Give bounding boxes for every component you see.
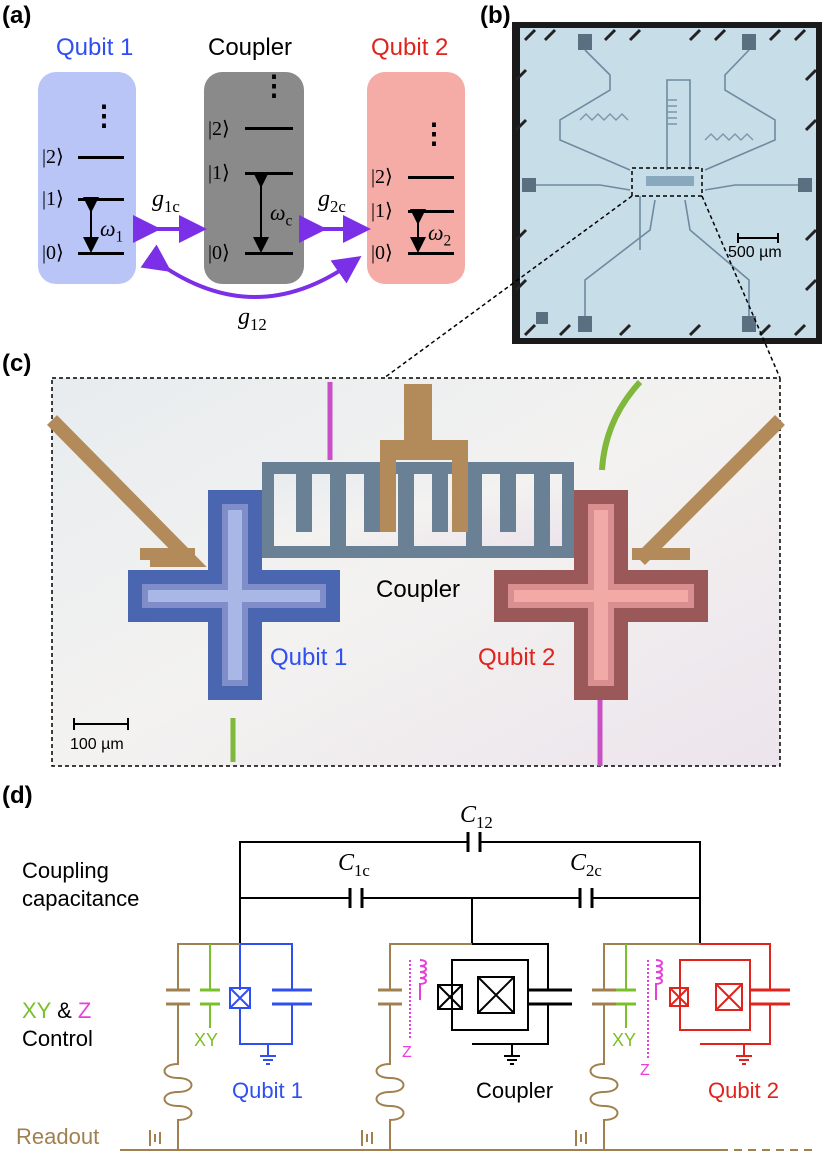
g1c-label: g1c <box>152 186 180 216</box>
micrograph-qubit1-label: Qubit 1 <box>270 644 348 671</box>
chip-scalebar-label: 500 µm <box>728 244 782 261</box>
c2c-label: C2c <box>570 850 602 880</box>
c12-label: C12 <box>460 802 493 832</box>
qubit2-level0 <box>408 252 454 255</box>
qubit1-level2 <box>78 156 124 159</box>
panel-d-label: (d) <box>2 782 33 809</box>
qubit1-ket2: |2⟩ <box>42 146 64 168</box>
qubit1-ket0: |0⟩ <box>42 242 64 264</box>
qubit2-ket2: |2⟩ <box>371 166 393 188</box>
circuit-qubit1-label: Qubit 1 <box>232 1078 303 1103</box>
q2-z-label: Z <box>640 1062 650 1079</box>
q2-xy-label: XY <box>612 1030 637 1050</box>
micrograph-coupler-label: Coupler <box>376 576 461 603</box>
coupler-title: Coupler <box>208 34 293 61</box>
coupler-level1 <box>245 172 293 175</box>
micrograph-qubit2-label: Qubit 2 <box>478 644 556 671</box>
coupler-omega: ωc <box>270 200 293 230</box>
qubit2-omega: ω2 <box>428 220 452 250</box>
coupler-ket1: |1⟩ <box>208 162 230 184</box>
g2c-label: g2c <box>318 186 346 216</box>
g12-label: g12 <box>238 304 267 334</box>
circuit-diagram <box>120 832 815 1151</box>
coupling-capacitance-line1: Coupling <box>22 858 109 883</box>
circuit-qubit2-label: Qubit 2 <box>708 1078 779 1103</box>
legend-xy: XY <box>22 998 51 1023</box>
qubit2-ket0: |0⟩ <box>371 242 393 264</box>
coupler-level2 <box>245 127 293 130</box>
qubit2-level1 <box>408 210 454 213</box>
g12-arrow <box>140 244 362 299</box>
c1c-label: C1c <box>338 850 370 880</box>
device-micrograph <box>47 377 785 767</box>
qubit2-title: Qubit 2 <box>371 34 449 61</box>
qubit2-ket1: |1⟩ <box>371 200 393 222</box>
q1-xy-label: XY <box>194 1030 219 1050</box>
xy-z-control-line1: XY & Z <box>22 998 91 1024</box>
circuit-coupler-label: Coupler <box>476 1078 554 1103</box>
coupler-z-label: Z <box>402 1044 412 1061</box>
panel-c-label: (c) <box>2 350 32 377</box>
legend-z: Z <box>77 998 92 1023</box>
coupler-ket2: |2⟩ <box>208 118 230 140</box>
panel-a-label: (a) <box>2 2 32 29</box>
coupling-capacitance-line2: capacitance <box>22 886 140 911</box>
readout-label: Readout <box>16 1124 100 1149</box>
qubit1-level1 <box>78 198 124 201</box>
qubit1-title: Qubit 1 <box>56 34 134 61</box>
panel-b-label: (b) <box>480 2 511 29</box>
qubit1-omega: ω1 <box>100 216 124 246</box>
xy-z-control-line2: Control <box>22 1026 93 1051</box>
micrograph-scalebar-label: 100 µm <box>70 736 124 753</box>
qubit1-level0 <box>78 252 124 255</box>
qubit1-ket1: |1⟩ <box>42 188 64 210</box>
legend-amp: & <box>50 998 78 1023</box>
chip-photo <box>512 22 822 344</box>
qubit2-level2 <box>408 176 454 179</box>
